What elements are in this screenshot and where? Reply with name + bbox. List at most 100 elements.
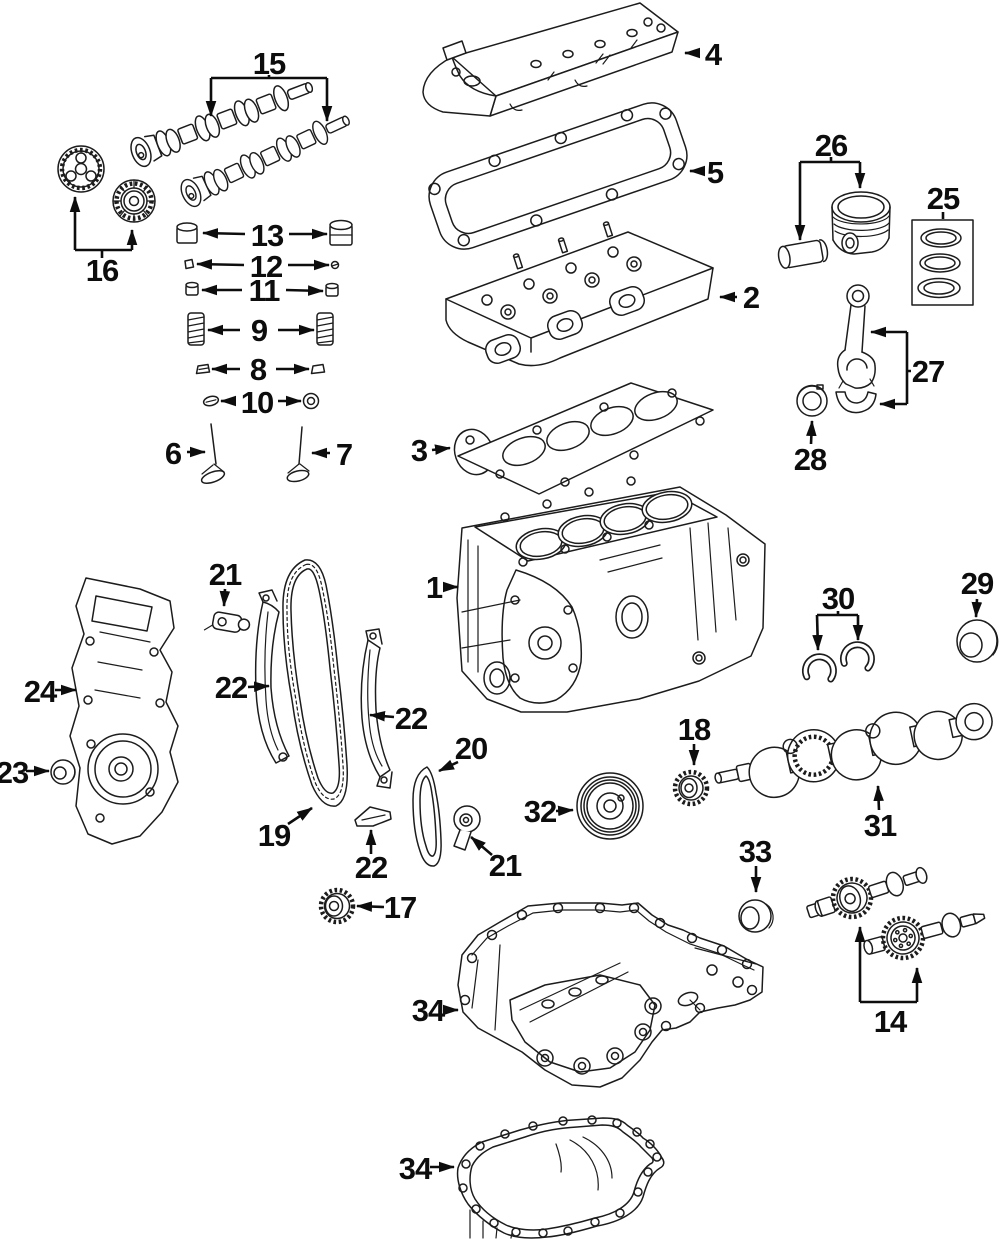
camshaft-gear-drawing: [112, 179, 156, 223]
callout-8-spring-seats: 8: [211, 352, 310, 387]
exploded-parts-artwork: [50, 2, 999, 1239]
callout-11-retainers: 11: [201, 273, 324, 308]
piston-drawing: [831, 191, 891, 255]
callout-34-oil-pan-lower: 34: [399, 1151, 455, 1186]
valve-cover-drawing: [422, 2, 679, 117]
callout-label: 14: [874, 1004, 908, 1039]
cylinder-head-drawing: [445, 221, 714, 367]
exhaust-valve-drawing: [286, 426, 310, 483]
balance-shaft-two-drawing: [863, 912, 986, 961]
rod-bearing-drawing: [796, 384, 828, 417]
callout-label: 8: [250, 352, 267, 387]
valve-keeper-right-drawing: [330, 260, 340, 270]
callout-10-stem-seals: 10: [220, 385, 302, 420]
callout-2-cylinder-head: 2: [719, 280, 760, 315]
callout-20-balance-chain: 20: [438, 731, 488, 773]
callout-label: 1: [426, 570, 443, 605]
valve-keeper-left-drawing: [184, 258, 195, 270]
connecting-rod-drawing: [836, 284, 876, 389]
callout-14-balance-shafts: 14: [854, 926, 923, 1039]
thrust-washer-left-drawing: [801, 653, 837, 683]
valve-guide-left-drawing: [187, 312, 205, 346]
balance-shaft-one-drawing: [806, 866, 928, 920]
callout-21-tensioner-lower: 21: [470, 836, 523, 883]
callout-label: 6: [165, 436, 182, 471]
oil-pan-lower-drawing: [456, 1115, 665, 1239]
callout-label: 10: [241, 385, 273, 420]
callout-21-tensioner-upper: 21: [209, 557, 243, 607]
callout-label: 18: [678, 712, 711, 747]
callout-label: 16: [86, 253, 119, 288]
callout-label: 30: [822, 581, 854, 616]
callout-15-camshafts: 15: [205, 46, 333, 122]
callout-22-guide-left: 22: [215, 670, 270, 705]
spring-seat-left-drawing: [195, 363, 211, 375]
stem-seal-right-drawing: [302, 392, 320, 410]
crank-timing-sprocket-drawing: [318, 887, 356, 925]
valve-lifter-left-drawing: [176, 222, 198, 244]
callout-22-guide-right: 22: [369, 701, 428, 736]
callout-label: 27: [912, 354, 944, 389]
chain-damper-lower-drawing: [354, 806, 392, 827]
spring-retainer-left-drawing: [185, 281, 199, 296]
rod-cap-drawing: [835, 391, 877, 414]
oil-seal-drawing: [738, 899, 774, 933]
head-gasket-drawing: [453, 382, 714, 495]
callout-3-head-gasket: 3: [411, 433, 451, 468]
callout-label: 29: [961, 566, 994, 601]
callout-label: 21: [209, 557, 242, 592]
callout-label: 19: [258, 818, 291, 853]
oil-pan-upper-drawing: [457, 902, 764, 1088]
front-seal-drawing: [50, 759, 76, 785]
camshaft-vvt-gear-drawing: [57, 145, 105, 193]
callout-label: 31: [864, 808, 897, 843]
callout-label: 11: [249, 273, 281, 308]
intake-valve-drawing: [200, 423, 226, 484]
callout-31-crankshaft: 31: [864, 785, 898, 843]
callout-27-connecting-rod: 27: [870, 326, 945, 410]
callout-28-rod-bearing: 28: [794, 420, 828, 477]
callout-label: 22: [395, 701, 427, 736]
callout-label: 22: [355, 850, 387, 885]
callout-22-damper-lower: 22: [355, 829, 388, 885]
callout-4-valve-cover: 4: [684, 37, 724, 72]
callout-29-rear-seal: 29: [961, 566, 995, 618]
stem-seal-left-drawing: [202, 395, 220, 407]
callout-label: 13: [251, 218, 284, 253]
callout-18-crank-sprocket: 18: [678, 712, 712, 766]
callout-label: 9: [251, 313, 268, 348]
callout-label: 33: [739, 834, 772, 869]
valve-guide-right-drawing: [316, 312, 334, 346]
valve-cover-gasket-drawing: [428, 102, 688, 250]
callout-19-timing-chain: 19: [258, 806, 313, 853]
callout-label: 12: [250, 249, 282, 284]
callout-12-keepers: 12: [196, 249, 330, 284]
valve-lifter-right-drawing: [329, 219, 353, 246]
crankshaft-drawing: [714, 702, 993, 799]
piston-pin-drawing: [777, 239, 829, 269]
callout-label: 23: [0, 755, 29, 790]
cylinder-block-drawing: [456, 476, 766, 713]
callout-24-timing-cover: 24: [24, 674, 77, 709]
crank-pulley-drawing: [576, 772, 644, 840]
callout-label: 34: [399, 1151, 433, 1186]
callout-26-piston-pin: 26: [794, 128, 866, 241]
callout-label: 2: [743, 280, 759, 315]
callout-label: 28: [794, 442, 827, 477]
callout-label: 34: [412, 993, 446, 1028]
callout-6-intake-valve: 6: [165, 436, 206, 471]
callout-label: 5: [707, 155, 724, 190]
rear-seal-drawing: [956, 619, 999, 663]
callout-label: 4: [705, 37, 723, 72]
piston-ring-set-drawing: [911, 219, 974, 306]
timing-cover-drawing: [69, 577, 179, 845]
spring-retainer-right-drawing: [325, 282, 339, 297]
callout-9-valve-guides: 9: [207, 313, 315, 348]
chain-tensioner-lower-drawing: [453, 805, 481, 851]
callout-33-oil-seal: 33: [739, 834, 773, 893]
callout-label: 25: [927, 181, 960, 216]
chain-guide-left-drawing: [254, 589, 290, 764]
callout-13-lifters: 13: [202, 218, 328, 253]
